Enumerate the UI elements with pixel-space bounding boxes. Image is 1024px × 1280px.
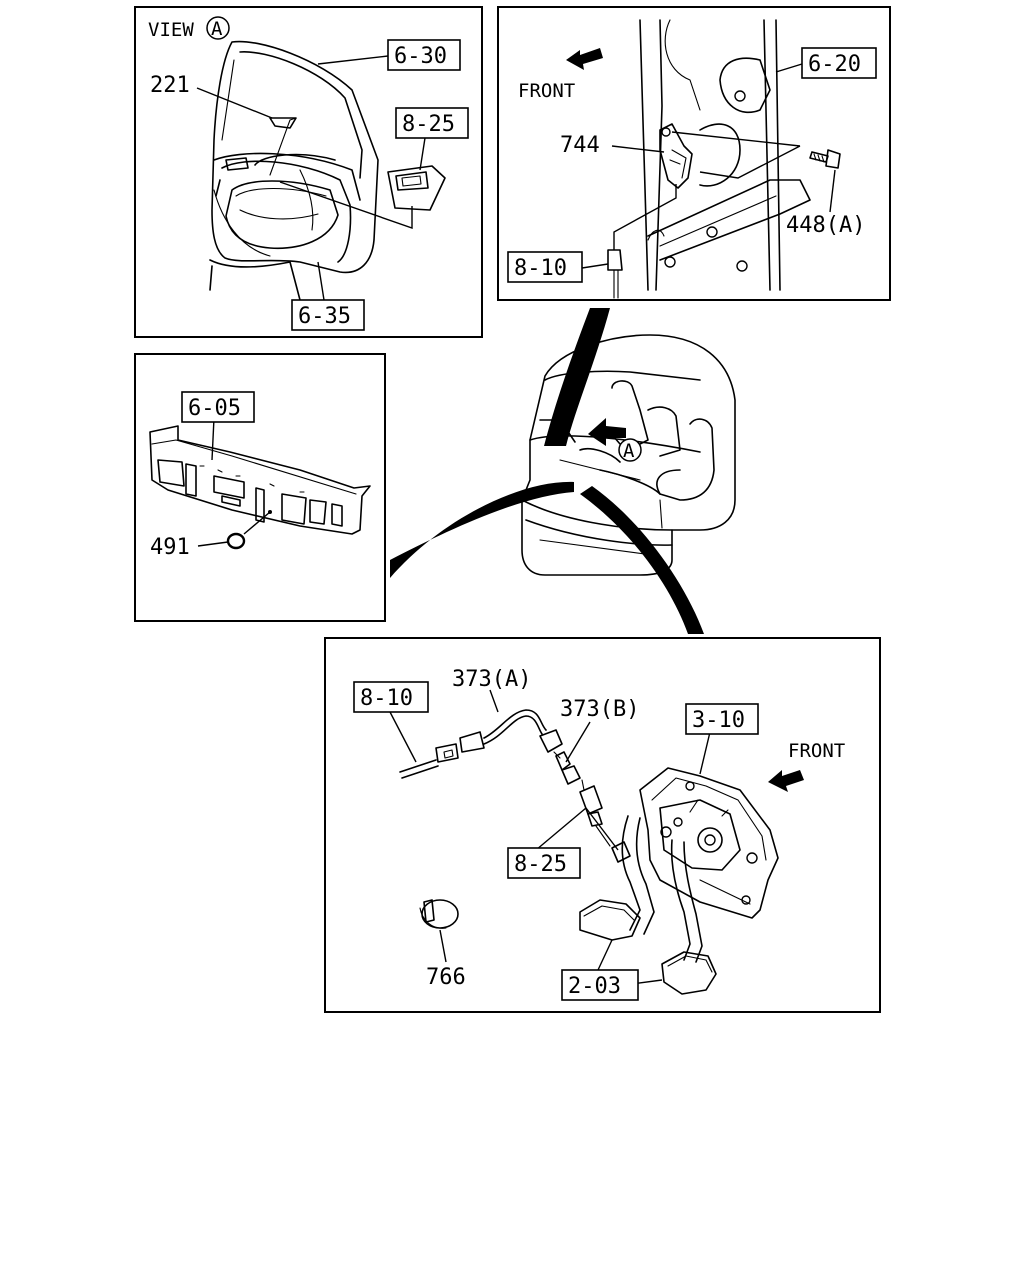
stop-lamp-switch xyxy=(579,779,611,847)
ref-3-10: 3-10 xyxy=(692,708,745,733)
ref-box-8-25-bottom xyxy=(507,847,581,879)
view-marker-circle xyxy=(206,16,230,40)
wire-harness xyxy=(399,709,581,785)
callout-sweep-bottom xyxy=(580,486,704,634)
pedal-bracket xyxy=(611,767,779,919)
ref-6-30: 6-30 xyxy=(394,44,447,69)
pedal-arms xyxy=(579,815,717,995)
ref-box-3-10 xyxy=(685,703,759,735)
grommet-491 xyxy=(226,532,246,550)
panel-dash-frame xyxy=(134,353,386,622)
part-373b: 373(B) xyxy=(560,697,639,722)
callout-sweep-top xyxy=(544,308,610,446)
panel-pillar-frame xyxy=(497,6,891,301)
ref-box-2-03 xyxy=(561,969,639,1001)
ref-box-6-35 xyxy=(291,299,365,331)
ref-8-25-bottom: 8-25 xyxy=(514,852,567,877)
dash-panel-drawing xyxy=(149,425,371,535)
part-491: 491 xyxy=(150,535,190,560)
cab-overview: A xyxy=(390,308,736,634)
front-label-bottom: FRONT xyxy=(788,740,845,762)
ref-6-35: 6-35 xyxy=(298,304,351,329)
front-arrow-top xyxy=(566,48,603,70)
front-label-top: FRONT xyxy=(518,80,575,102)
ref-box-6-30 xyxy=(387,39,461,71)
ref-box-8-10-bottom xyxy=(353,681,429,713)
part-744: 744 xyxy=(560,133,600,158)
pillar-drawing xyxy=(639,19,811,291)
arrow-marker-circle xyxy=(618,438,642,462)
ref-box-6-20 xyxy=(801,47,877,79)
view-label: VIEW xyxy=(148,19,194,41)
connector-8-10-top xyxy=(607,249,623,271)
ref-box-8-25-top xyxy=(395,107,469,139)
view-marker: A xyxy=(211,18,223,40)
part-448a: 448(A) xyxy=(786,213,865,238)
view-arrow xyxy=(588,418,626,446)
window-switch xyxy=(387,165,446,211)
part-766: 766 xyxy=(426,965,466,990)
front-arrow-bottom xyxy=(768,770,804,792)
ref-8-10-top: 8-10 xyxy=(514,256,567,281)
panel-pedals: FRONT 766 8-10 373(A) 373(B) 3-10 8-25 2… xyxy=(324,637,881,1013)
panel-view-a-frame xyxy=(134,6,483,338)
ref-8-10-bottom: 8-10 xyxy=(360,686,413,711)
clip-766 xyxy=(419,899,459,929)
ref-2-03: 2-03 xyxy=(568,974,621,999)
ref-box-8-10-top xyxy=(507,251,583,283)
sensor-744 xyxy=(659,123,693,189)
ref-6-05: 6-05 xyxy=(188,396,241,421)
part-221: 221 xyxy=(150,73,190,98)
panel-view-a: VIEW A xyxy=(134,6,483,338)
panel-pedals-frame xyxy=(324,637,881,1013)
ref-6-20: 6-20 xyxy=(808,52,861,77)
part-373a: 373(A) xyxy=(452,667,531,692)
arrow-marker: A xyxy=(623,440,635,462)
panel-dash: 6-05 491 xyxy=(134,353,386,622)
bolt-448a xyxy=(809,149,841,169)
callout-sweep-left xyxy=(390,481,574,578)
panel-pillar: FRONT xyxy=(497,6,891,301)
dashboard-drawing xyxy=(209,40,379,301)
ref-8-25-top: 8-25 xyxy=(402,112,455,137)
ref-box-6-05 xyxy=(181,391,255,423)
